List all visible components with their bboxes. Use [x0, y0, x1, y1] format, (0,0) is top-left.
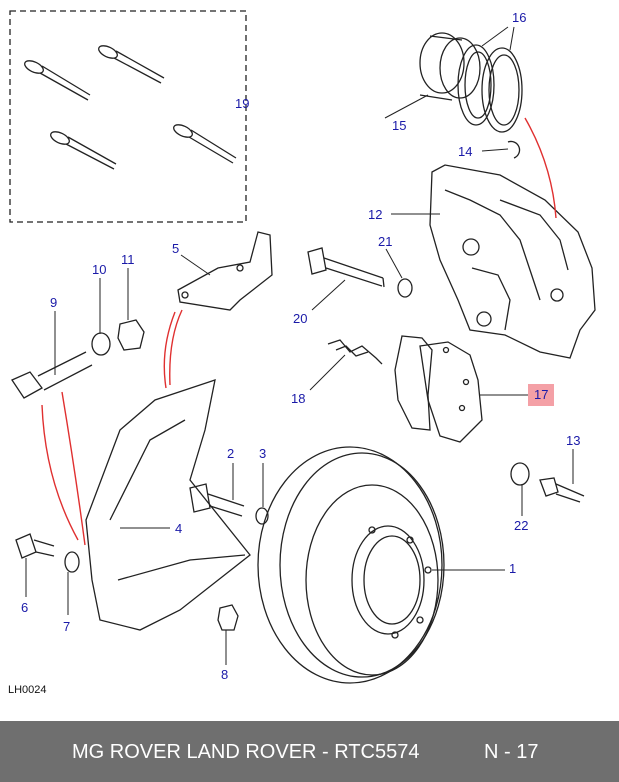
callout-6[interactable]: 6: [21, 600, 29, 615]
callout-12[interactable]: 12: [368, 207, 383, 222]
callout-10[interactable]: 10: [92, 262, 107, 277]
leader-lines: [25, 26, 574, 665]
piston-15: [419, 32, 481, 101]
bolt-2: [189, 483, 245, 517]
washer-10: [91, 332, 111, 356]
bracket-5: [177, 231, 273, 311]
caliper-12: [429, 164, 596, 359]
callout-8[interactable]: 8: [221, 667, 229, 682]
bleed-screw-13: [539, 477, 585, 503]
split-pin-19a: [24, 60, 91, 101]
bolt-6: [15, 533, 55, 559]
callout-21[interactable]: 21: [378, 234, 393, 249]
callout-19[interactable]: 19: [235, 96, 250, 111]
callout-16[interactable]: 16: [512, 10, 527, 25]
red-leaders: [41, 117, 557, 546]
split-pin-kit-box: [9, 10, 247, 223]
bolt-9: [11, 351, 93, 399]
callout-5[interactable]: 5: [172, 241, 180, 256]
spring-18: [327, 339, 383, 365]
callout-2[interactable]: 2: [227, 446, 235, 461]
callout-7[interactable]: 7: [63, 619, 71, 634]
washer-22: [510, 462, 530, 486]
nut-8: [217, 604, 239, 631]
split-pin-19c: [50, 131, 117, 170]
bolt-20: [307, 247, 385, 288]
callout-13[interactable]: 13: [566, 433, 581, 448]
circlip-14: [507, 140, 521, 159]
callout-4[interactable]: 4: [175, 521, 183, 536]
brake-pads-17: [394, 335, 483, 443]
brake-disc-1: [257, 446, 445, 684]
washer-3: [255, 507, 269, 525]
washer-7: [64, 551, 80, 573]
callout-9[interactable]: 9: [50, 295, 58, 310]
callout-15[interactable]: 15: [392, 118, 407, 133]
seals-16: [457, 44, 523, 133]
footer-bar: MG ROVER LAND ROVER - RTC5574 N - 17: [0, 721, 619, 782]
dust-shield-4: [85, 379, 251, 631]
callout-11[interactable]: 11: [121, 252, 135, 267]
split-pin-19d: [173, 124, 237, 164]
reference-code: LH0024: [8, 684, 47, 696]
callout-14[interactable]: 14: [458, 144, 473, 159]
callout-17[interactable]: 17: [528, 384, 555, 406]
nut-11: [117, 319, 145, 351]
footer-title: MG ROVER LAND ROVER - RTC5574: [72, 741, 420, 763]
callout-22[interactable]: 22: [514, 518, 529, 533]
split-pin-19b: [98, 45, 165, 84]
callout-18[interactable]: 18: [291, 391, 306, 406]
callout-20[interactable]: 20: [293, 311, 308, 326]
callout-1[interactable]: 1: [509, 561, 517, 576]
washer-21: [397, 278, 413, 298]
callout-3[interactable]: 3: [259, 446, 267, 461]
footer-page: N - 17: [484, 741, 539, 763]
